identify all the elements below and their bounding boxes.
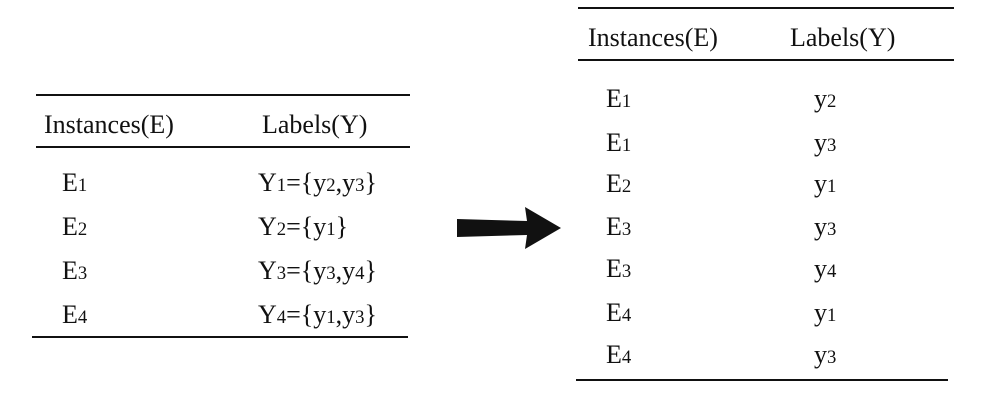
subscript: 3 <box>276 263 287 284</box>
left-row-3-instance: E3 <box>62 258 87 284</box>
subscript: 3 <box>326 263 336 284</box>
text-part: y <box>814 128 827 157</box>
text-part: E <box>606 254 622 283</box>
right-row-5-label: y4 <box>814 256 836 282</box>
subscript: 4 <box>276 307 287 328</box>
text-part: Y <box>258 300 277 329</box>
subscript: 4 <box>827 261 837 282</box>
left-row-2-label: Y2={y1} <box>258 214 348 240</box>
text-part: E <box>606 84 622 113</box>
subscript: 1 <box>621 135 632 156</box>
right-row-4-label: y3 <box>814 214 836 240</box>
text-part: E <box>62 168 78 197</box>
text-part: E <box>606 298 622 327</box>
subscript: 1 <box>621 91 632 112</box>
text-part: ={y <box>286 300 327 329</box>
subscript: 3 <box>355 175 365 196</box>
text-part: y <box>814 340 827 369</box>
text-part: y <box>814 298 827 327</box>
text-part: E <box>606 340 622 369</box>
text-part: y <box>814 169 827 198</box>
subscript: 4 <box>355 263 365 284</box>
subscript: 1 <box>326 307 336 328</box>
right-header-instances: Instances(E) <box>588 23 718 52</box>
left-table-top-rule <box>36 94 410 96</box>
text-part: } <box>364 256 377 285</box>
text-part: ,y <box>335 168 356 197</box>
left-row-3-label: Y3={y3,y4} <box>258 258 377 284</box>
left-row-4-label: Y4={y1,y3} <box>258 302 377 328</box>
right-row-4-instance: E3 <box>606 214 631 240</box>
text-part: Y <box>258 212 277 241</box>
right-arrow-shape <box>457 207 561 249</box>
text-part: } <box>364 168 377 197</box>
text-part: E <box>606 169 622 198</box>
text-part: Y <box>258 256 277 285</box>
subscript: 1 <box>276 175 287 196</box>
text-part: ={y <box>286 168 327 197</box>
text-part: y <box>814 84 827 113</box>
subscript: 4 <box>621 347 632 368</box>
text-part: E <box>62 256 78 285</box>
subscript: 2 <box>621 176 632 197</box>
text-part: } <box>364 300 377 329</box>
text-part: ,y <box>335 256 356 285</box>
right-row-6-label: y1 <box>814 300 836 326</box>
right-table-bottom-rule <box>576 379 948 381</box>
subscript: 3 <box>827 219 837 240</box>
text-part: E <box>62 300 78 329</box>
subscript: 1 <box>827 176 837 197</box>
subscript: 2 <box>827 91 837 112</box>
text-part: y <box>814 254 827 283</box>
subscript: 4 <box>621 305 632 326</box>
subscript: 3 <box>621 219 632 240</box>
left-header-instances: Instances(E) <box>44 110 174 139</box>
subscript: 1 <box>827 305 837 326</box>
text-part: } <box>335 212 349 241</box>
right-row-2-instance: E1 <box>606 130 631 156</box>
text-part: y <box>814 212 827 241</box>
left-row-4-instance: E4 <box>62 302 87 328</box>
right-row-3-label: y1 <box>814 171 836 197</box>
right-table-header-rule <box>578 59 954 61</box>
subscript: 2 <box>276 219 287 240</box>
right-row-2-label: y3 <box>814 130 836 156</box>
text-part: E <box>606 212 622 241</box>
text-part: Y <box>258 168 277 197</box>
right-arrow-icon <box>457 207 561 249</box>
text-part: ,y <box>335 300 356 329</box>
right-table-top-rule <box>578 7 954 9</box>
left-table-header-rule <box>36 146 410 148</box>
subscript: 4 <box>77 307 88 328</box>
right-header-labels: Labels(Y) <box>790 23 896 52</box>
right-row-7-label: y3 <box>814 342 836 368</box>
subscript: 3 <box>355 307 365 328</box>
subscript: 2 <box>326 175 336 196</box>
subscript: 3 <box>77 263 88 284</box>
text-part: ={y <box>286 256 327 285</box>
right-row-1-instance: E1 <box>606 86 631 112</box>
right-row-5-instance: E3 <box>606 256 631 282</box>
left-table-bottom-rule <box>32 336 408 338</box>
subscript: 3 <box>827 347 837 368</box>
text-part: E <box>606 128 622 157</box>
left-header-labels: Labels(Y) <box>262 110 368 139</box>
subscript: 3 <box>621 261 632 282</box>
subscript: 1 <box>77 175 88 196</box>
left-row-1-instance: E1 <box>62 170 87 196</box>
right-row-3-instance: E2 <box>606 171 631 197</box>
text-part: ={y <box>286 212 327 241</box>
left-row-2-instance: E2 <box>62 214 87 240</box>
subscript: 3 <box>827 135 837 156</box>
text-part: E <box>62 212 78 241</box>
right-row-7-instance: E4 <box>606 342 631 368</box>
right-row-1-label: y2 <box>814 86 836 112</box>
left-row-1-label: Y1={y2,y3} <box>258 170 377 196</box>
subscript: 2 <box>77 219 88 240</box>
subscript: 1 <box>326 219 336 240</box>
right-row-6-instance: E4 <box>606 300 631 326</box>
